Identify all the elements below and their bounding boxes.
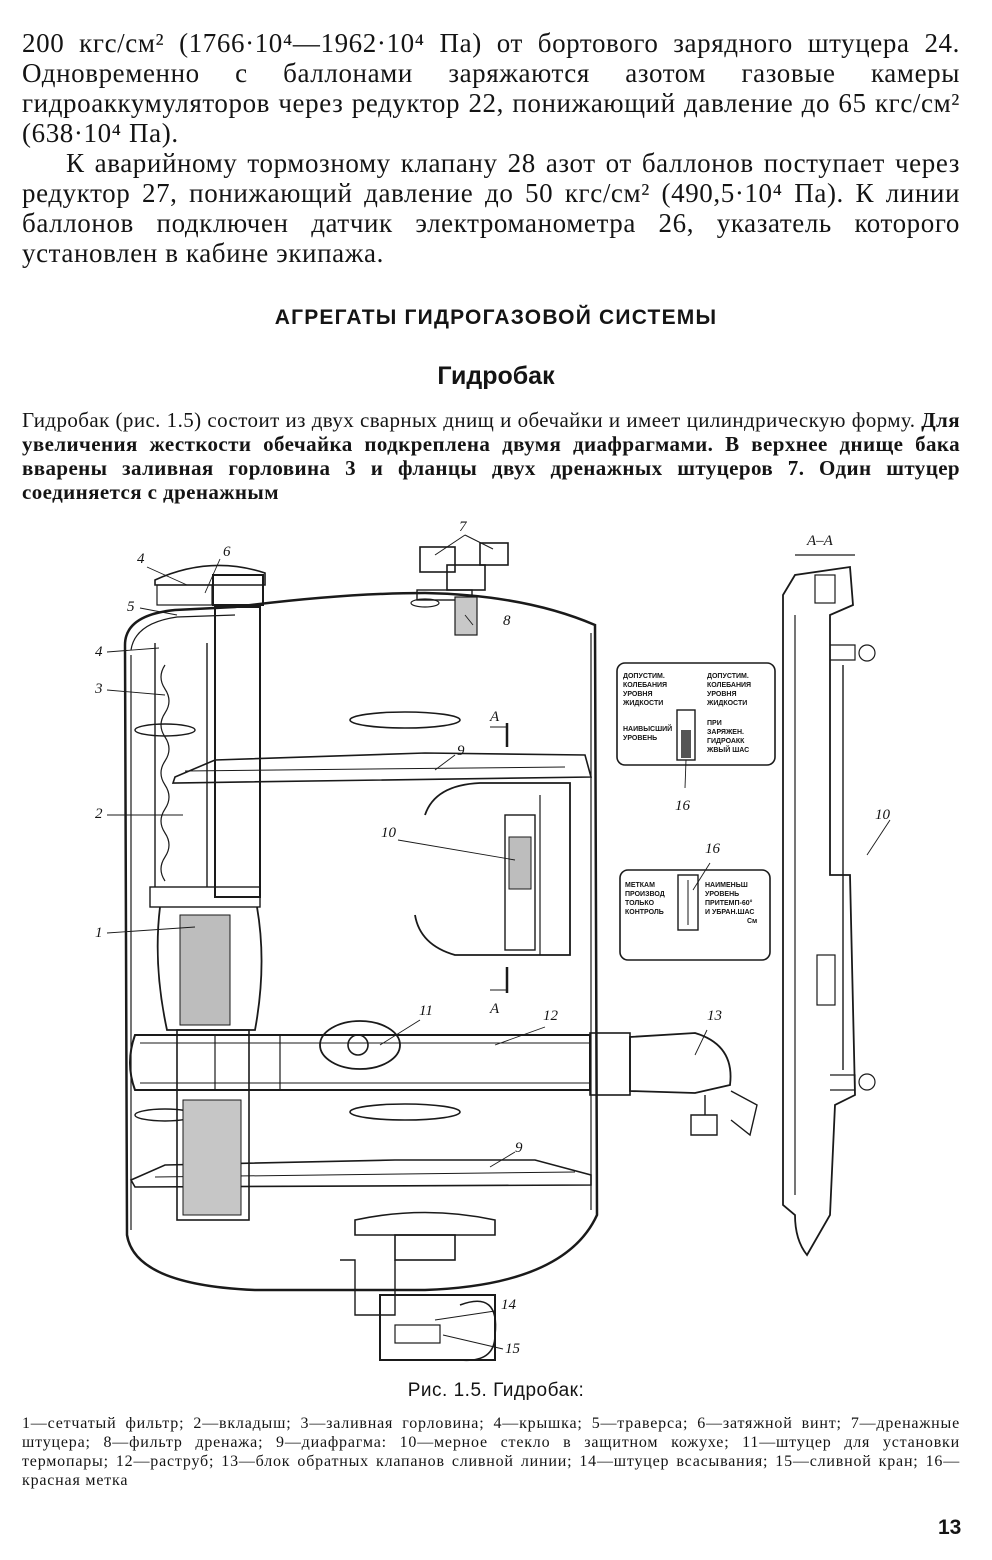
callout-2: 2 — [95, 806, 103, 822]
svg-text:НАИМЕНЬШ: НАИМЕНЬШ — [705, 882, 748, 889]
callout-16-top: 16 — [675, 798, 691, 814]
svg-text:НАИВЫСШИЙ: НАИВЫСШИЙ — [623, 724, 672, 733]
callout-15: 15 — [505, 1341, 521, 1357]
section-label-a-a: А–А — [806, 533, 834, 549]
body-text-part2: Для увеличения жесткости обечайка подкре… — [22, 408, 960, 504]
body-text-part1: Гидробак (рис. 1.5) состоит из двух свар… — [22, 408, 922, 432]
svg-text:ДОПУСТИМ.: ДОПУСТИМ. — [623, 673, 665, 680]
paragraph-emergency-brake: К аварийному тормозному клапану 28 азот … — [22, 148, 960, 268]
leader-lines — [106, 558, 891, 1350]
callout-5: 5 — [127, 599, 135, 615]
paragraph-nitrogen-charging: 200 кгс/см² (1766·10⁴—1962·10⁴ Па) от бо… — [22, 28, 960, 148]
callout-13: 13 — [707, 1008, 722, 1024]
callout-8: 8 — [503, 613, 511, 629]
drain-fittings — [419, 534, 509, 636]
svg-text:КОНТРОЛЬ: КОНТРОЛЬ — [625, 909, 664, 916]
svg-text:ПРИ: ПРИ — [707, 720, 722, 727]
svg-text:ЖВЫЙ ШАС: ЖВЫЙ ШАС — [706, 745, 749, 754]
section-marker-a-top: А — [489, 709, 500, 725]
suction-drain-tap — [340, 1234, 497, 1362]
svg-text:ПРИТЕМП-60°: ПРИТЕМП-60° — [705, 899, 753, 907]
callout-9-lower: 9 — [515, 1140, 523, 1156]
svg-text:ТОЛЬКО: ТОЛЬКО — [625, 900, 655, 907]
svg-text:ДОПУСТИМ.: ДОПУСТИМ. — [707, 673, 749, 680]
section-marker-a-bottom: А — [489, 1001, 500, 1017]
svg-text:КОЛЕБАНИЯ: КОЛЕБАНИЯ — [707, 682, 751, 689]
svg-text:КОЛЕБАНИЯ: КОЛЕБАНИЯ — [623, 682, 667, 689]
svg-text:ГИДРОАКК: ГИДРОАКК — [707, 738, 745, 745]
svg-text:УРОВНЯ: УРОВНЯ — [707, 691, 737, 698]
page-number: 13 — [938, 1516, 962, 1539]
gauge-top-placard-text: ДОПУСТИМ. КОЛЕБАНИЯ УРОВНЯ ЖИДКОСТИ НАИВ… — [622, 673, 751, 754]
body-paragraph-hydrotank: Гидробак (рис. 1.5) состоит из двух свар… — [22, 408, 960, 504]
svg-text:ЗАРЯЖЕН.: ЗАРЯЖЕН. — [707, 729, 744, 736]
gauge-panel-bottom — [619, 869, 771, 961]
filler-neck-column — [149, 564, 266, 1221]
callout-11: 11 — [419, 1003, 433, 1019]
callout-16-bottom: 16 — [705, 841, 721, 857]
callout-14: 14 — [501, 1297, 517, 1313]
side-section-view — [782, 554, 876, 1257]
level-glass-cutout — [414, 782, 571, 956]
callout-7: 7 — [459, 519, 468, 535]
callout-1: 1 — [95, 925, 103, 941]
section-title: АГРЕГАТЫ ГИДРОГАЗОВОЙ СИСТЕМЫ — [274, 306, 718, 329]
svg-text:И УБРАН.ШАС: И УБРАН.ШАС — [705, 909, 754, 916]
callout-4-top: 4 — [137, 551, 145, 567]
svg-text:См: См — [747, 918, 757, 925]
callout-12: 12 — [543, 1008, 559, 1024]
callout-6: 6 — [223, 544, 231, 560]
callout-9-upper: 9 — [457, 743, 465, 759]
callout-3: 3 — [95, 681, 103, 697]
svg-text:ЖИДКОСТИ: ЖИДКОСТИ — [622, 700, 663, 707]
svg-text:УРОВЕНЬ: УРОВЕНЬ — [623, 735, 657, 742]
figure-hydrotank-drawing: 1 2 3 4 4 5 6 7 8 9 9 10 10 11 12 13 14 … — [95, 519, 891, 1362]
callout-10: 10 — [381, 825, 397, 841]
svg-text:УРОВНЯ: УРОВНЯ — [623, 691, 653, 698]
svg-text:УРОВЕНЬ: УРОВЕНЬ — [705, 891, 739, 898]
callout-4: 4 — [95, 644, 103, 660]
callout-10-side: 10 — [875, 807, 891, 823]
section-markers — [490, 723, 509, 993]
gauge-bottom-placard-text: МЕТКАМ ПРОИЗВОД ТОЛЬКО КОНТРОЛЬ НАИМЕНЬШ… — [625, 882, 757, 925]
svg-text:МЕТКАМ: МЕТКАМ — [625, 882, 655, 889]
svg-text:ПРОИЗВОД: ПРОИЗВОД — [625, 891, 665, 898]
figure-caption: Рис. 1.5. Гидробак: — [407, 1380, 585, 1401]
figure-legend: 1—сетчатый фильтр; 2—вкладыш; 3—заливная… — [22, 1415, 960, 1489]
subsection-title: Гидробак — [437, 362, 555, 390]
svg-text:ЖИДКОСТИ: ЖИДКОСТИ — [706, 700, 747, 707]
funnel-pipe — [129, 1020, 758, 1137]
callout-labels: 1 2 3 4 4 5 6 7 8 9 9 10 10 11 12 13 14 … — [95, 519, 891, 1357]
